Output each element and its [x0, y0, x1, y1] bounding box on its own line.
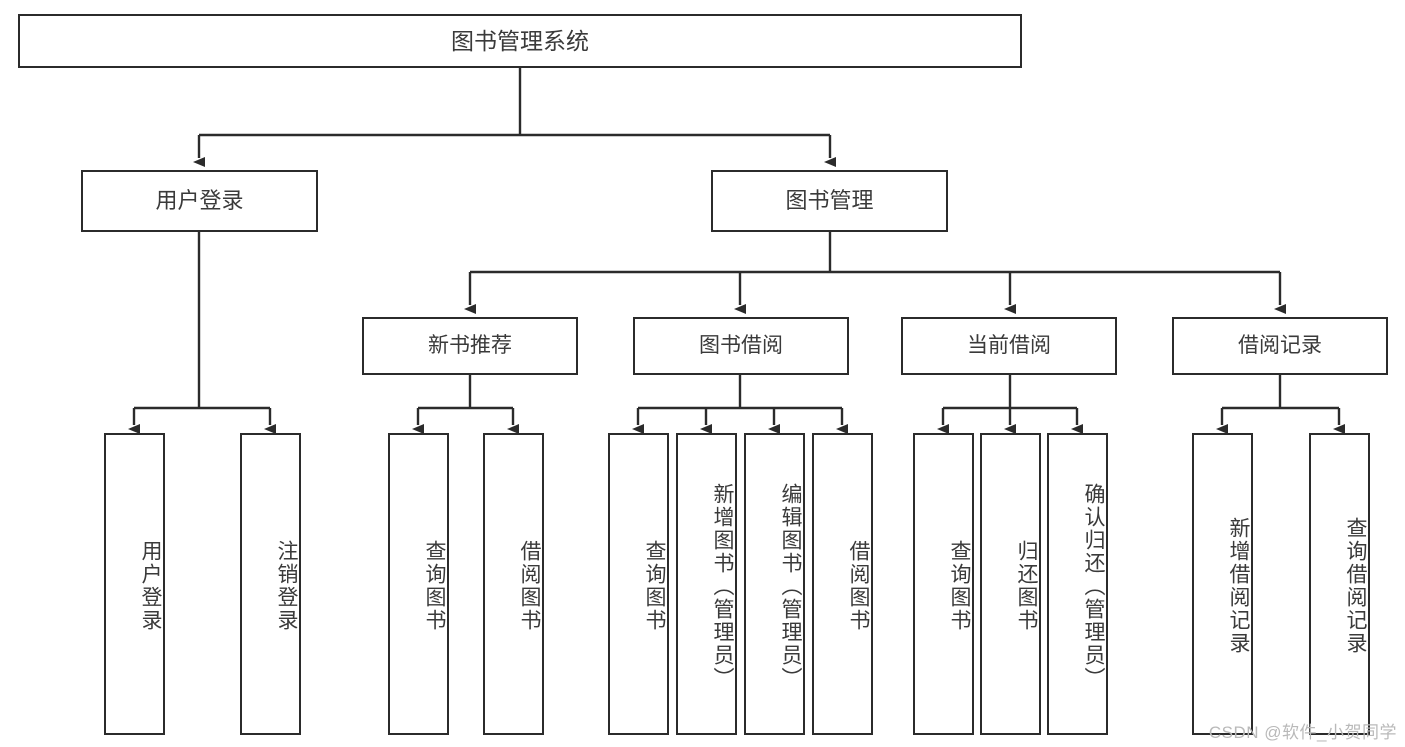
node-label: 查询借阅记录: [1344, 517, 1367, 655]
node-book-management[interactable]: 图书管理: [711, 170, 948, 232]
node-label: 查询图书: [643, 540, 666, 632]
node-label: 查询图书: [423, 540, 446, 632]
node-root-book-management-system[interactable]: 图书管理系统: [18, 14, 1022, 68]
node-label: 借阅图书: [518, 540, 541, 632]
node-label: 用户登录: [139, 540, 162, 632]
node-label: 图书管理系统: [451, 27, 589, 54]
node-label: 编辑图书（管理员）: [779, 482, 802, 690]
node-book-borrow[interactable]: 图书借阅: [633, 317, 849, 375]
node-label: 借阅图书: [847, 540, 870, 632]
node-label: 查询图书: [948, 540, 971, 632]
node-label: 用户登录: [155, 188, 244, 214]
node-label: 注销登录: [275, 540, 298, 632]
node-label: 确认归还（管理员）: [1082, 482, 1105, 690]
leaf-logout-login[interactable]: 注销登录: [240, 433, 301, 735]
node-borrow-record[interactable]: 借阅记录: [1172, 317, 1388, 375]
leaf-query-book-current[interactable]: 查询图书: [913, 433, 974, 735]
node-label: 当前借阅: [967, 333, 1051, 357]
node-label: 新增图书（管理员）: [711, 482, 734, 690]
node-label: 图书借阅: [699, 333, 783, 357]
node-label: 新增借阅记录: [1227, 517, 1250, 655]
node-new-book-recommend[interactable]: 新书推荐: [362, 317, 578, 375]
leaf-query-book-borrow[interactable]: 查询图书: [608, 433, 669, 735]
leaf-query-book-recommend[interactable]: 查询图书: [388, 433, 449, 735]
leaf-return-book[interactable]: 归还图书: [980, 433, 1041, 735]
leaf-borrow-book-borrow[interactable]: 借阅图书: [812, 433, 873, 735]
leaf-confirm-return-admin[interactable]: 确认归还（管理员）: [1047, 433, 1108, 735]
leaf-edit-book-admin[interactable]: 编辑图书（管理员）: [744, 433, 805, 735]
node-label: 新书推荐: [428, 333, 512, 357]
leaf-user-login[interactable]: 用户登录: [104, 433, 165, 735]
watermark-csdn: CSDN @软件_小贺同学: [1208, 723, 1397, 742]
leaf-add-borrow-record[interactable]: 新增借阅记录: [1192, 433, 1253, 735]
leaf-add-book-admin[interactable]: 新增图书（管理员）: [676, 433, 737, 735]
leaf-query-borrow-record[interactable]: 查询借阅记录: [1309, 433, 1370, 735]
node-label: 归还图书: [1015, 540, 1038, 632]
leaf-borrow-book-recommend[interactable]: 借阅图书: [483, 433, 544, 735]
node-label: 图书管理: [785, 188, 874, 214]
node-current-borrow[interactable]: 当前借阅: [901, 317, 1117, 375]
node-user-login[interactable]: 用户登录: [81, 170, 318, 232]
node-label: 借阅记录: [1238, 333, 1322, 357]
